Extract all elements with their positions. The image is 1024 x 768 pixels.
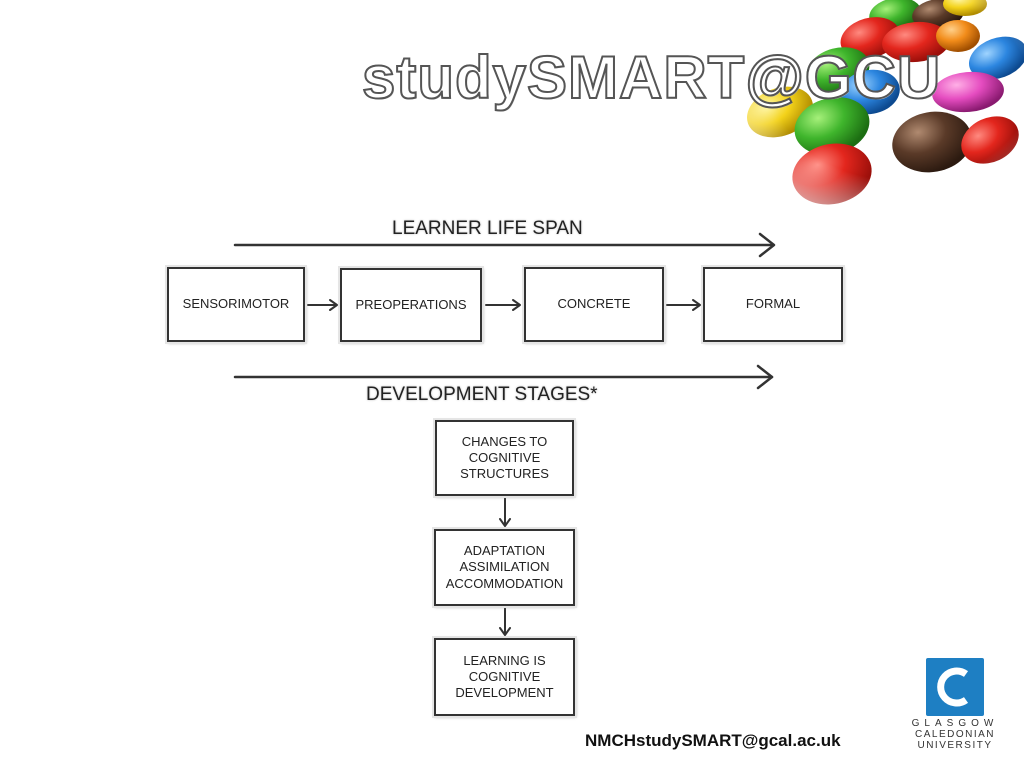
logo-line-2: CALEDONIAN xyxy=(914,729,995,740)
logo-line-3: UNIVERSITY xyxy=(917,740,993,751)
stages-heading: DEVELOPMENT STAGES* xyxy=(366,384,598,405)
logo-line-1: GLASGOW xyxy=(911,718,999,729)
slide-title: studySMART@GCU xyxy=(361,44,942,111)
gcu-logo-text: GLASGOW CALEDONIAN UNIVERSITY xyxy=(905,718,1005,751)
stage-box-concrete: CONCRETE xyxy=(524,267,664,342)
stage-box-formal: FORMAL xyxy=(703,267,843,342)
process-box-learning: LEARNING IS COGNITIVE DEVELOPMENT xyxy=(434,638,575,716)
contact-email[interactable]: NMCHstudySMART@gcal.ac.uk xyxy=(585,731,841,750)
process-box-adaptation: ADAPTATION ASSIMILATION ACCOMMODATION xyxy=(434,529,575,606)
stage-box-sensorimotor: SENSORIMOTOR xyxy=(167,267,305,342)
gcu-logo-icon xyxy=(926,658,984,716)
stage-box-preoperations: PREOPERATIONS xyxy=(340,268,482,342)
lifespan-heading: LEARNER LIFE SPAN xyxy=(392,218,583,239)
candy-decoration-image xyxy=(720,0,1024,220)
process-box-changes: CHANGES TO COGNITIVE STRUCTURES xyxy=(435,420,574,496)
